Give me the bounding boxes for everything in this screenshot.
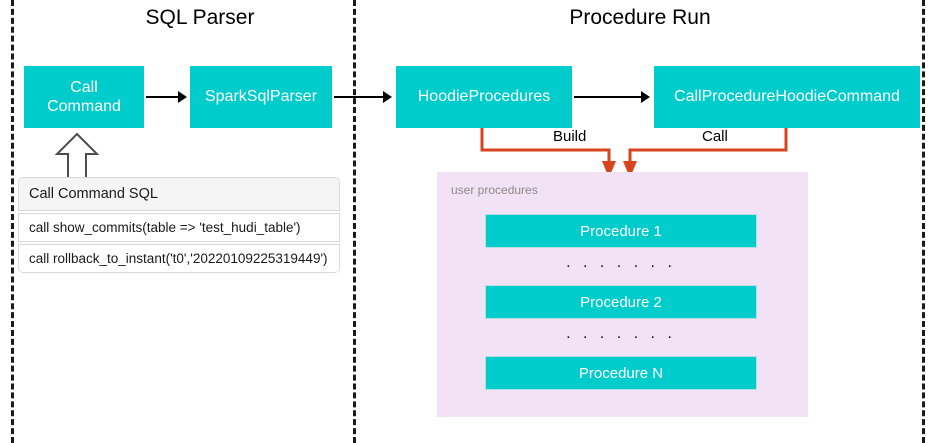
node-call-procedure-hoodie-command[interactable]: CallProcedureHoodieCommand xyxy=(654,66,920,128)
procedure-ellipsis-separator: . . . . . . . xyxy=(566,254,676,271)
section-divider-middle xyxy=(353,0,356,443)
procedure-item[interactable]: Procedure 1 xyxy=(485,214,757,248)
section-divider-left xyxy=(11,0,14,443)
procedure-ellipsis-separator: . . . . . . . xyxy=(566,325,676,342)
connector-label-call: Call xyxy=(697,128,733,145)
node-call-command[interactable]: Call Command xyxy=(24,66,144,128)
flow-arrow-call-to-parser-head-icon xyxy=(178,91,187,103)
section-title-sql-parser: SQL Parser xyxy=(145,6,255,29)
sql-table-header: Call Command SQL xyxy=(18,177,340,211)
flow-arrow-procedures-to-command-head-icon xyxy=(641,91,650,103)
node-spark-sql-parser[interactable]: SparkSqlParser xyxy=(190,66,332,128)
call-command-sql-table: Call Command SQL call show_commits(table… xyxy=(18,177,340,273)
procedure-item[interactable]: Procedure 2 xyxy=(485,285,757,319)
flow-arrow-procedures-to-command-line xyxy=(574,96,642,98)
section-title-procedure-run: Procedure Run xyxy=(569,6,711,29)
flow-arrow-parser-to-procedures-head-icon xyxy=(383,91,392,103)
connector-label-build: Build xyxy=(548,128,592,145)
block-arrow-up-icon xyxy=(55,132,99,179)
node-hoodie-procedures[interactable]: HoodieProcedures xyxy=(396,66,572,128)
user-procedures-panel: user procedures Procedure 1 . . . . . . … xyxy=(437,172,808,417)
flow-arrow-parser-to-procedures-line xyxy=(334,96,384,98)
procedure-item[interactable]: Procedure N xyxy=(485,356,757,390)
flow-arrow-call-to-parser-line xyxy=(146,96,179,98)
sql-table-row: call rollback_to_instant('t0','202201092… xyxy=(18,244,340,273)
section-divider-right xyxy=(922,0,925,443)
user-procedures-label: user procedures xyxy=(451,183,538,197)
sql-table-row: call show_commits(table => 'test_hudi_ta… xyxy=(18,213,340,242)
